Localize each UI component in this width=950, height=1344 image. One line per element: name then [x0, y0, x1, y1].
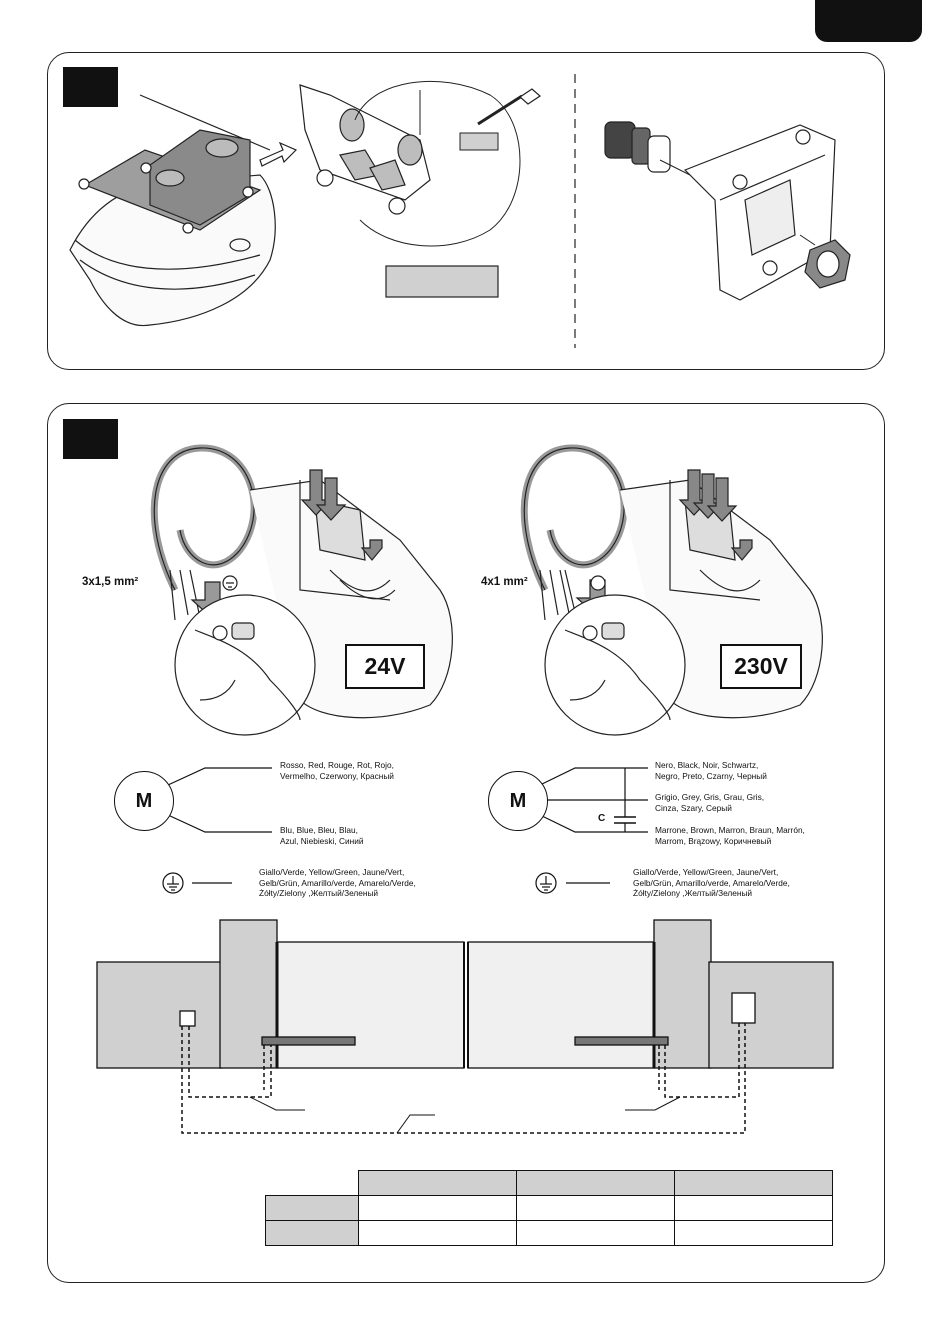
screwdriver-icon [477, 88, 541, 126]
earth-ground-icon [535, 872, 557, 894]
table-row [265, 1220, 833, 1246]
wiring-lines-230v [539, 767, 648, 884]
wire-label-red: Rosso, Red, Rouge, Rot, Rojo, Vermelho, … [280, 760, 394, 781]
gate-diagram [96, 919, 834, 1069]
wiring-lines-24v [167, 767, 272, 884]
label-box-small [459, 132, 499, 151]
wire-label-earth-24v: Giallo/Verde, Yellow/Green, Jaune/Vert, … [259, 867, 416, 898]
earth-ground-icon [162, 872, 184, 894]
table-row [265, 1195, 833, 1221]
wire-label-black: Nero, Black, Noir, Schwartz, Negro, Pret… [655, 760, 767, 781]
cable-spec-table [265, 1170, 833, 1246]
motor-230v-drawing [520, 444, 823, 736]
motor-symbol-230v: M [488, 771, 548, 831]
leader-lines [249, 1096, 681, 1134]
cable-gland-icon [604, 121, 671, 173]
panel1-illustrations [69, 74, 851, 348]
label-box-large [385, 265, 499, 298]
table-row [266, 1170, 833, 1196]
wire-label-blue: Blu, Blue, Bleu, Blau, Azul, Niebieski, … [280, 825, 364, 846]
cover-plate-drawing [299, 84, 431, 215]
capacitor-label: C [598, 813, 606, 824]
motor-24v-drawing [150, 444, 453, 736]
cable-section-230v: 4x1 mm² [481, 576, 528, 588]
cable-routes [181, 1023, 746, 1134]
wire-label-brown: Marrone, Brown, Marron, Braun, Marrón, M… [655, 825, 805, 846]
cable-section-24v: 3x1,5 mm² [82, 576, 139, 588]
zoom-circle [354, 80, 521, 247]
step-badge-1 [63, 67, 118, 107]
wire-label-earth-230v: Giallo/Verde, Yellow/Green, Jaune/Vert, … [633, 867, 790, 898]
junction-box-drawing [683, 124, 836, 301]
lock-nut-drawing [804, 239, 851, 289]
wire-label-grey: Grigio, Grey, Gris, Grau, Gris, Cinza, S… [655, 792, 765, 813]
page-tab [815, 0, 922, 42]
voltage-badge-230v: 230V [720, 644, 802, 689]
step-badge-2 [63, 419, 118, 459]
voltage-badge-24v: 24V [345, 644, 425, 689]
motor-symbol-24v: M [114, 771, 174, 831]
direction-arrow [259, 141, 298, 167]
motor-base-drawing [69, 94, 276, 327]
